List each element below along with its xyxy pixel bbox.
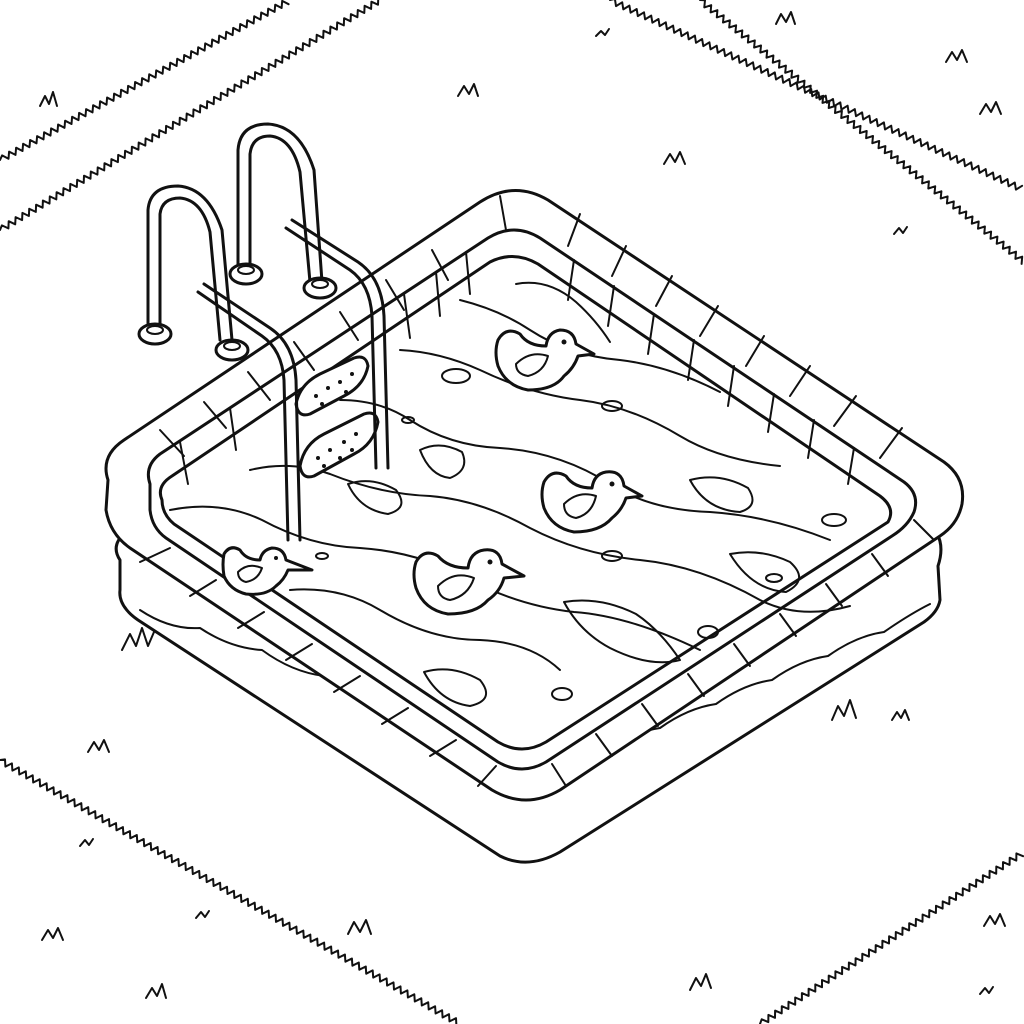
grass-tuft-icon: [945, 49, 968, 63]
duck-icon: [412, 548, 526, 616]
grass-tuft-icon: [195, 910, 210, 919]
fence-line-top-right-upper: [609, 0, 1024, 191]
grass-tuft-icon: [41, 927, 64, 941]
ladder-step-upper-dots: [314, 372, 354, 406]
grass-tuft-icon: [457, 83, 479, 97]
grass-tuft-icon: [87, 739, 110, 753]
fence-line-top-left-upper: [0, 0, 290, 161]
ladder-icon: [137, 122, 390, 542]
grass-tuft-icon: [595, 28, 610, 37]
grass-tuft-icon: [663, 151, 686, 165]
grass-tuft-icon: [891, 709, 910, 721]
grass-tuft-icon: [893, 226, 908, 235]
inner-wall-tiles: [179, 251, 855, 485]
grass-tuft-icon: [121, 627, 155, 651]
fence-line-bottom-left: [0, 758, 458, 1024]
grass-tuft-icon: [39, 91, 58, 107]
grass-tuft-icon: [979, 986, 994, 995]
duck-icon: [494, 328, 596, 392]
grass-tuft-icon: [79, 838, 94, 847]
grass-tuft-icon: [775, 11, 796, 25]
grass-tufts: [39, 11, 1006, 999]
grass-tuft-icon: [979, 101, 1002, 115]
ladder-rail-left: [146, 184, 234, 342]
water-ripples: [169, 281, 851, 707]
fence-line-top-left-lower: [0, 0, 380, 231]
grass-tuft-icon: [983, 913, 1006, 927]
grass-tuft-icon: [831, 699, 857, 721]
fence-line-bottom-right: [759, 852, 1024, 1024]
duck-icon: [221, 546, 314, 596]
ladder-step-lower: [298, 411, 380, 479]
grass-tuft-icon: [689, 973, 712, 991]
rim-segments: [139, 195, 935, 787]
grass-tuft-icon: [347, 919, 372, 935]
grass-tuft-icon: [145, 983, 167, 999]
ladder-step-lower-dots: [316, 432, 358, 468]
ladder-step-upper: [294, 355, 370, 417]
ladder-rail-right: [236, 122, 324, 284]
inflatable-pool: [104, 122, 965, 864]
fence-line-top-right-lower: [699, 0, 1024, 265]
duck-icon: [540, 470, 644, 534]
